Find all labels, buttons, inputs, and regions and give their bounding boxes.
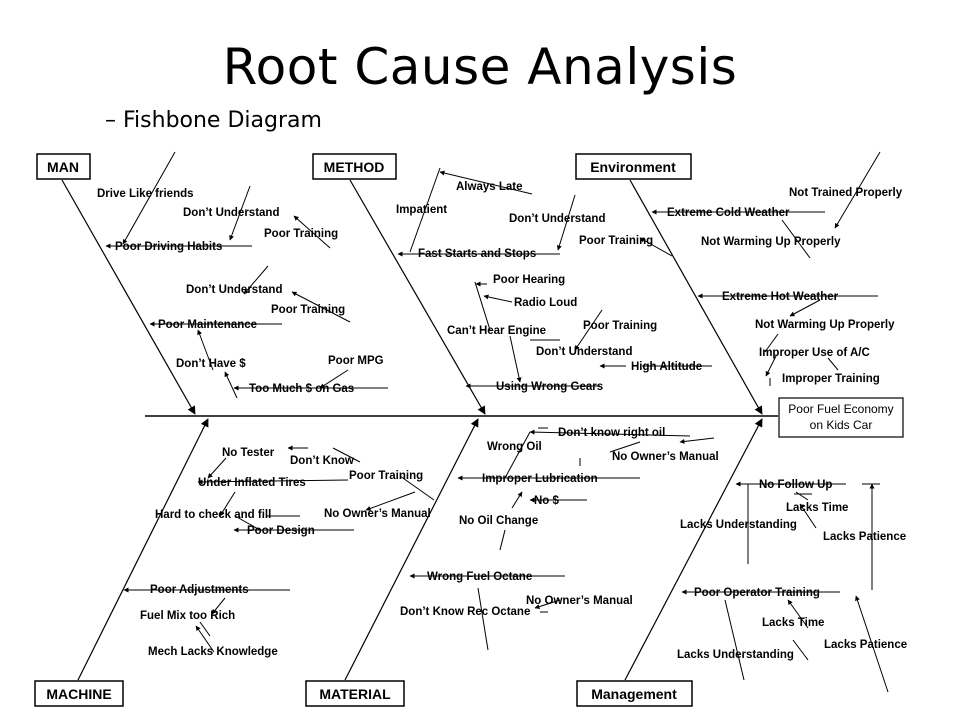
cause-cant-hear-engine: Can’t Hear Engine: [447, 325, 546, 337]
cause-dont-understand: Don’t Understand: [536, 346, 632, 358]
cause-dont-have-money: Don’t Have $: [176, 358, 246, 370]
cause-impatient: Impatient: [396, 204, 447, 216]
cause-no-money: No $: [534, 495, 560, 507]
cause-poor-operator-training: Poor Operator Training: [694, 587, 820, 599]
slide-title: Root Cause Analysis: [222, 38, 738, 96]
bone-material: [344, 418, 479, 681]
machine-causes: No Tester Don’t Know Poor Training Under…: [123, 445, 435, 658]
cause-no-follow-up: No Follow Up: [759, 479, 832, 491]
category-environment: Environment: [575, 153, 692, 180]
bone-method: [349, 179, 486, 415]
cause-poor-training: Poor Training: [349, 470, 423, 482]
cause-poor-hearing: Poor Hearing: [493, 274, 565, 286]
effect-line-1: Poor Fuel Economy: [788, 402, 893, 416]
cause-dont-know-right-oil: Don’t know right oil: [558, 427, 665, 439]
cause-no-tester: No Tester: [222, 447, 275, 459]
cause-poor-design: Poor Design: [247, 525, 315, 537]
cause-poor-maintenance: Poor Maintenance: [158, 319, 257, 331]
category-method: METHOD: [312, 153, 397, 180]
cause-always-late: Always Late: [456, 181, 522, 193]
slide-subtitle: – Fishbone Diagram: [105, 108, 322, 133]
cause-dont-understand: Don’t Understand: [509, 213, 605, 225]
category-man: MAN: [36, 153, 91, 180]
cause-poor-driving-habits: Poor Driving Habits: [115, 241, 222, 253]
material-causes: Don’t know right oil Wrong Oil No Owner’…: [400, 427, 719, 651]
category-method-label: METHOD: [324, 159, 385, 175]
cause-hard-to-check-and-fill: Hard to check and fill: [155, 509, 271, 521]
cause-high-altitude: High Altitude: [631, 361, 702, 373]
cause-poor-training: Poor Training: [583, 320, 657, 332]
cause-lacks-understanding: Lacks Understanding: [677, 649, 794, 661]
category-management: Management: [576, 680, 693, 707]
cause-improper-lubrication: Improper Lubrication: [482, 473, 598, 485]
cause-lacks-patience: Lacks Patience: [823, 531, 906, 543]
man-causes: Drive Like friends Don’t Understand Poor…: [97, 151, 388, 399]
category-material: MATERIAL: [305, 680, 405, 707]
bone-environment: [629, 179, 763, 415]
cause-radio-loud: Radio Loud: [514, 297, 577, 309]
cause-dont-know-rec-octane: Don’t Know Rec Octane: [400, 606, 530, 618]
cause-dont-understand: Don’t Understand: [183, 207, 279, 219]
cause-poor-training: Poor Training: [579, 235, 653, 247]
cause-under-inflated-tires: Under Inflated Tires: [198, 477, 306, 489]
cause-poor-training: Poor Training: [271, 304, 345, 316]
cause-too-much-money-on-gas: Too Much $ on Gas: [249, 383, 354, 395]
cause-dont-know: Don’t Know: [290, 455, 354, 467]
cause-mech-lacks-knowledge: Mech Lacks Knowledge: [148, 646, 278, 658]
cause-extreme-hot-weather: Extreme Hot Weather: [722, 291, 839, 303]
category-machine-label: MACHINE: [46, 686, 111, 702]
category-man-label: MAN: [47, 159, 79, 175]
cause-extreme-cold-weather: Extreme Cold Weather: [667, 207, 790, 219]
cause-using-wrong-gears: Using Wrong Gears: [496, 381, 603, 393]
category-machine: MACHINE: [34, 680, 124, 707]
cause-no-oil-change: No Oil Change: [459, 515, 538, 527]
cause-wrong-fuel-octane: Wrong Fuel Octane: [427, 571, 532, 583]
cause-not-trained-properly: Not Trained Properly: [789, 187, 903, 199]
cause-fast-starts-and-stops: Fast Starts and Stops: [418, 248, 536, 260]
environment-causes: Not Trained Properly Extreme Cold Weathe…: [651, 151, 903, 386]
bone-man: [61, 179, 196, 415]
cause-lacks-understanding: Lacks Understanding: [680, 519, 797, 531]
cause-lacks-time: Lacks Time: [762, 617, 824, 629]
cause-no-owners-manual: No Owner’s Manual: [324, 508, 431, 520]
management-causes: No Follow Up Lacks Time Lacks Understand…: [677, 479, 907, 693]
cause-dont-understand: Don’t Understand: [186, 284, 282, 296]
cause-wrong-oil: Wrong Oil: [487, 441, 542, 453]
cause-lacks-patience: Lacks Patience: [824, 639, 907, 651]
effect-box: Poor Fuel Economy on Kids Car: [778, 397, 904, 438]
cause-lacks-time: Lacks Time: [786, 502, 848, 514]
cause-poor-adjustments: Poor Adjustments: [150, 584, 249, 596]
cause-fuel-mix-too-rich: Fuel Mix too Rich: [140, 610, 235, 622]
cause-not-warming-up-properly: Not Warming Up Properly: [701, 236, 841, 248]
bone-management: [624, 418, 763, 681]
cause-poor-training: Poor Training: [264, 228, 338, 240]
cause-improper-training: Improper Training: [782, 373, 880, 385]
method-causes: Always Late Impatient Don’t Understand P…: [396, 167, 712, 393]
cause-improper-use-of-ac: Improper Use of A/C: [759, 347, 870, 359]
cause-drive-like-friends: Drive Like friends: [97, 188, 194, 200]
cause-no-owners-manual: No Owner’s Manual: [526, 595, 633, 607]
cause-no-owners-manual: No Owner’s Manual: [612, 451, 719, 463]
category-material-label: MATERIAL: [319, 686, 391, 702]
cause-poor-mpg: Poor MPG: [328, 355, 384, 367]
cause-not-warming-up-properly: Not Warming Up Properly: [755, 319, 895, 331]
bone-machine: [77, 418, 209, 681]
category-management-label: Management: [591, 686, 677, 702]
category-environment-label: Environment: [590, 159, 676, 175]
effect-line-2: on Kids Car: [810, 418, 873, 432]
